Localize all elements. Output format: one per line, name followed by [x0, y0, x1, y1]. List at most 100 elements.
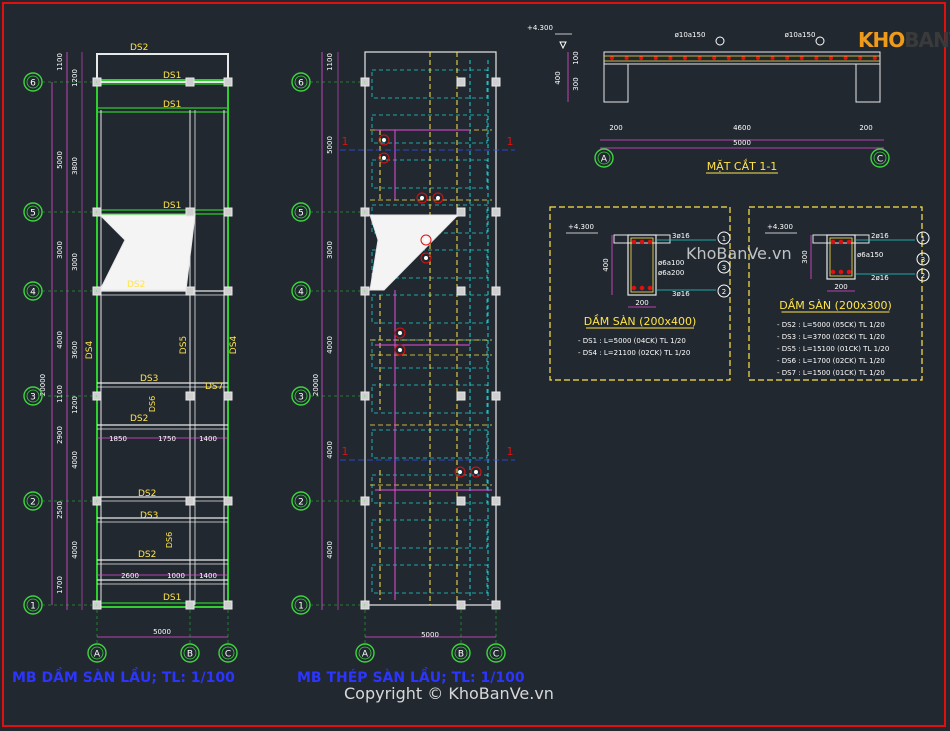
- rebar-dot: [872, 55, 877, 61]
- rebar-marker-dot: [458, 470, 462, 474]
- rebar-dot: [843, 55, 848, 61]
- stair-opening: [98, 214, 196, 291]
- column: [185, 286, 195, 296]
- detail-title: DẦM SÀN (200x400): [584, 314, 697, 328]
- beam-label: DS3: [140, 511, 158, 521]
- detail-note: - DS2 : L=5000 (05CK) TL 1/20: [777, 321, 885, 329]
- detail-title: DẦM SÀN (200x300): [779, 298, 892, 312]
- rebar-cyan: [371, 474, 488, 504]
- dim-text: 1400: [199, 572, 217, 580]
- rebar-dot: [830, 269, 836, 275]
- level-triangle: [559, 41, 567, 50]
- beam-label: DS2: [127, 280, 145, 290]
- stirrup: [829, 237, 853, 277]
- column: [185, 207, 195, 217]
- rebar-cyan: [371, 114, 488, 144]
- rebar-marker-dot: [420, 196, 424, 200]
- axis-row-bubble-inner: [294, 205, 308, 219]
- axis-col-bubble-inner: [489, 646, 503, 660]
- rebar-label: ø6a200: [658, 269, 684, 277]
- beam-section: [627, 234, 657, 296]
- dim-text: 200: [859, 124, 872, 132]
- axis-row-bubble-label: 3: [30, 393, 36, 403]
- dim-text: 5000: [326, 136, 334, 154]
- dim-text: 1700: [56, 576, 64, 594]
- rebar-dot: [668, 55, 673, 61]
- rebar-marker-dot: [398, 331, 402, 335]
- rebar-dot: [639, 239, 645, 245]
- column: [491, 286, 501, 296]
- axis-col-bubble: [355, 643, 375, 663]
- beam-right: [855, 63, 881, 103]
- column: [185, 496, 195, 506]
- rebar-dot: [631, 239, 637, 245]
- axis-row-bubble-inner: [294, 284, 308, 298]
- dim-text: 1100: [56, 53, 64, 71]
- beam-section: [826, 234, 856, 280]
- rebar-dot: [631, 285, 637, 291]
- rebar-dot: [830, 239, 836, 245]
- dim-text: 4000: [56, 331, 64, 349]
- axis-col-bubble: [486, 643, 506, 663]
- rebar-label: 3ø16: [672, 290, 690, 298]
- axis-col-bubble-label: A: [94, 650, 101, 660]
- column: [185, 391, 195, 401]
- column: [223, 77, 233, 87]
- beam-label: DS3: [140, 374, 158, 384]
- column: [491, 207, 501, 217]
- cut-mark: 1: [342, 445, 349, 458]
- dim-text: 400: [602, 258, 610, 271]
- axis-bubble-label: A: [601, 155, 608, 165]
- rebar-dot: [858, 55, 863, 61]
- axis-row-bubble-inner: [294, 389, 308, 403]
- axis-row-bubble-inner: [294, 494, 308, 508]
- dim-text: 5000: [56, 151, 64, 169]
- beam-label: DS1: [163, 201, 181, 211]
- dim-text: 1000: [167, 572, 185, 580]
- beam-left: [603, 63, 629, 103]
- beam-label: DS2: [138, 489, 156, 499]
- dim-text: 3800: [71, 157, 79, 175]
- detail-marker: [717, 260, 731, 274]
- dim-text: 4000: [71, 451, 79, 469]
- axis-row-bubble-label: 6: [298, 79, 304, 89]
- dim-text: 1850: [109, 435, 127, 443]
- axis-row-bubble-label: 2: [30, 498, 36, 508]
- column: [456, 77, 466, 87]
- watermark: KhoBanVe.vn: [686, 244, 792, 263]
- rebar-dot: [712, 55, 717, 61]
- axis-row-bubble-label: 6: [30, 79, 36, 89]
- rebar-marker: [378, 134, 390, 146]
- axis-bubble-label: C: [877, 155, 883, 165]
- dim-text: 1750: [158, 435, 176, 443]
- beam-label-vert: DS4: [229, 336, 239, 355]
- detail-note: - DS6 : L=1700 (02CK) TL 1/20: [777, 357, 885, 365]
- column: [223, 391, 233, 401]
- axis-row-bubble-inner: [26, 284, 40, 298]
- beam-label: DS1: [163, 593, 181, 603]
- axis-col-bubble-label: C: [493, 650, 499, 660]
- column: [491, 496, 501, 506]
- rebar-marker: [394, 327, 406, 339]
- section-title: MẶT CẮT 1-1: [707, 159, 778, 173]
- plan2-title: MB THÉP SÀN LẦU; TL: 1/100: [297, 667, 525, 686]
- dim-text: 2900: [56, 426, 64, 444]
- axis-col-bubble-inner: [454, 646, 468, 660]
- rebar-dot: [785, 55, 790, 61]
- rebar-dot: [755, 55, 761, 61]
- column: [223, 286, 233, 296]
- axis-col-bubble: [451, 643, 471, 663]
- rebar-marker: [394, 344, 406, 356]
- dim-text: 2600: [121, 572, 139, 580]
- copyright-text: Copyright © KhoBanVe.vn: [344, 684, 554, 703]
- axis-col-bubble-inner: [90, 646, 104, 660]
- rebar-marker: [420, 234, 432, 246]
- detail-marker: [916, 252, 930, 266]
- rebar-dot: [609, 55, 615, 61]
- column: [223, 207, 233, 217]
- cut-mark: 1: [342, 135, 349, 148]
- dim-text: 3000: [56, 241, 64, 259]
- dim-text: 3000: [326, 241, 334, 259]
- detail-marker: [717, 284, 731, 298]
